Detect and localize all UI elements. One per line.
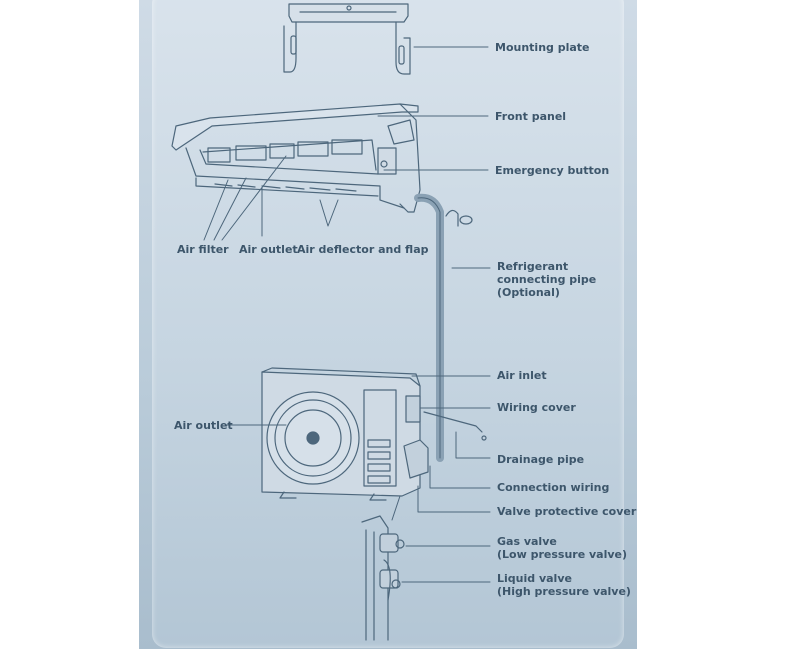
label-refrigerant-pipe: Refrigerant connecting pipe (Optional) [497,260,597,299]
mounting-plate-drawing [283,3,411,75]
label-air-deflector: Air deflector and flap [297,243,429,256]
indoor-unit-drawing [171,103,421,213]
label-connection-wiring: Connection wiring [497,481,610,494]
label-mounting-plate: Mounting plate [495,41,590,54]
label-liquid-valve: Liquid valve (High pressure valve) [497,572,631,598]
valve-drawing [361,515,405,641]
label-emergency-button: Emergency button [495,164,610,177]
label-front-panel: Front panel [495,110,567,123]
label-air-outlet-indoor: Air outlet [239,243,298,256]
label-gas-valve: Gas valve (Low pressure valve) [497,535,628,561]
refrigerant-pipe-drawing [414,193,473,462]
label-air-outlet-outdoor: Air outlet [174,419,233,432]
label-drainage-pipe: Drainage pipe [497,453,585,466]
outdoor-unit-drawing [261,367,487,501]
label-air-inlet: Air inlet [497,369,547,382]
label-valve-cover: Valve protective cover [497,505,637,518]
label-air-filter: Air filter [177,243,229,256]
leader-lines [203,46,491,583]
label-wiring-cover: Wiring cover [497,401,576,414]
